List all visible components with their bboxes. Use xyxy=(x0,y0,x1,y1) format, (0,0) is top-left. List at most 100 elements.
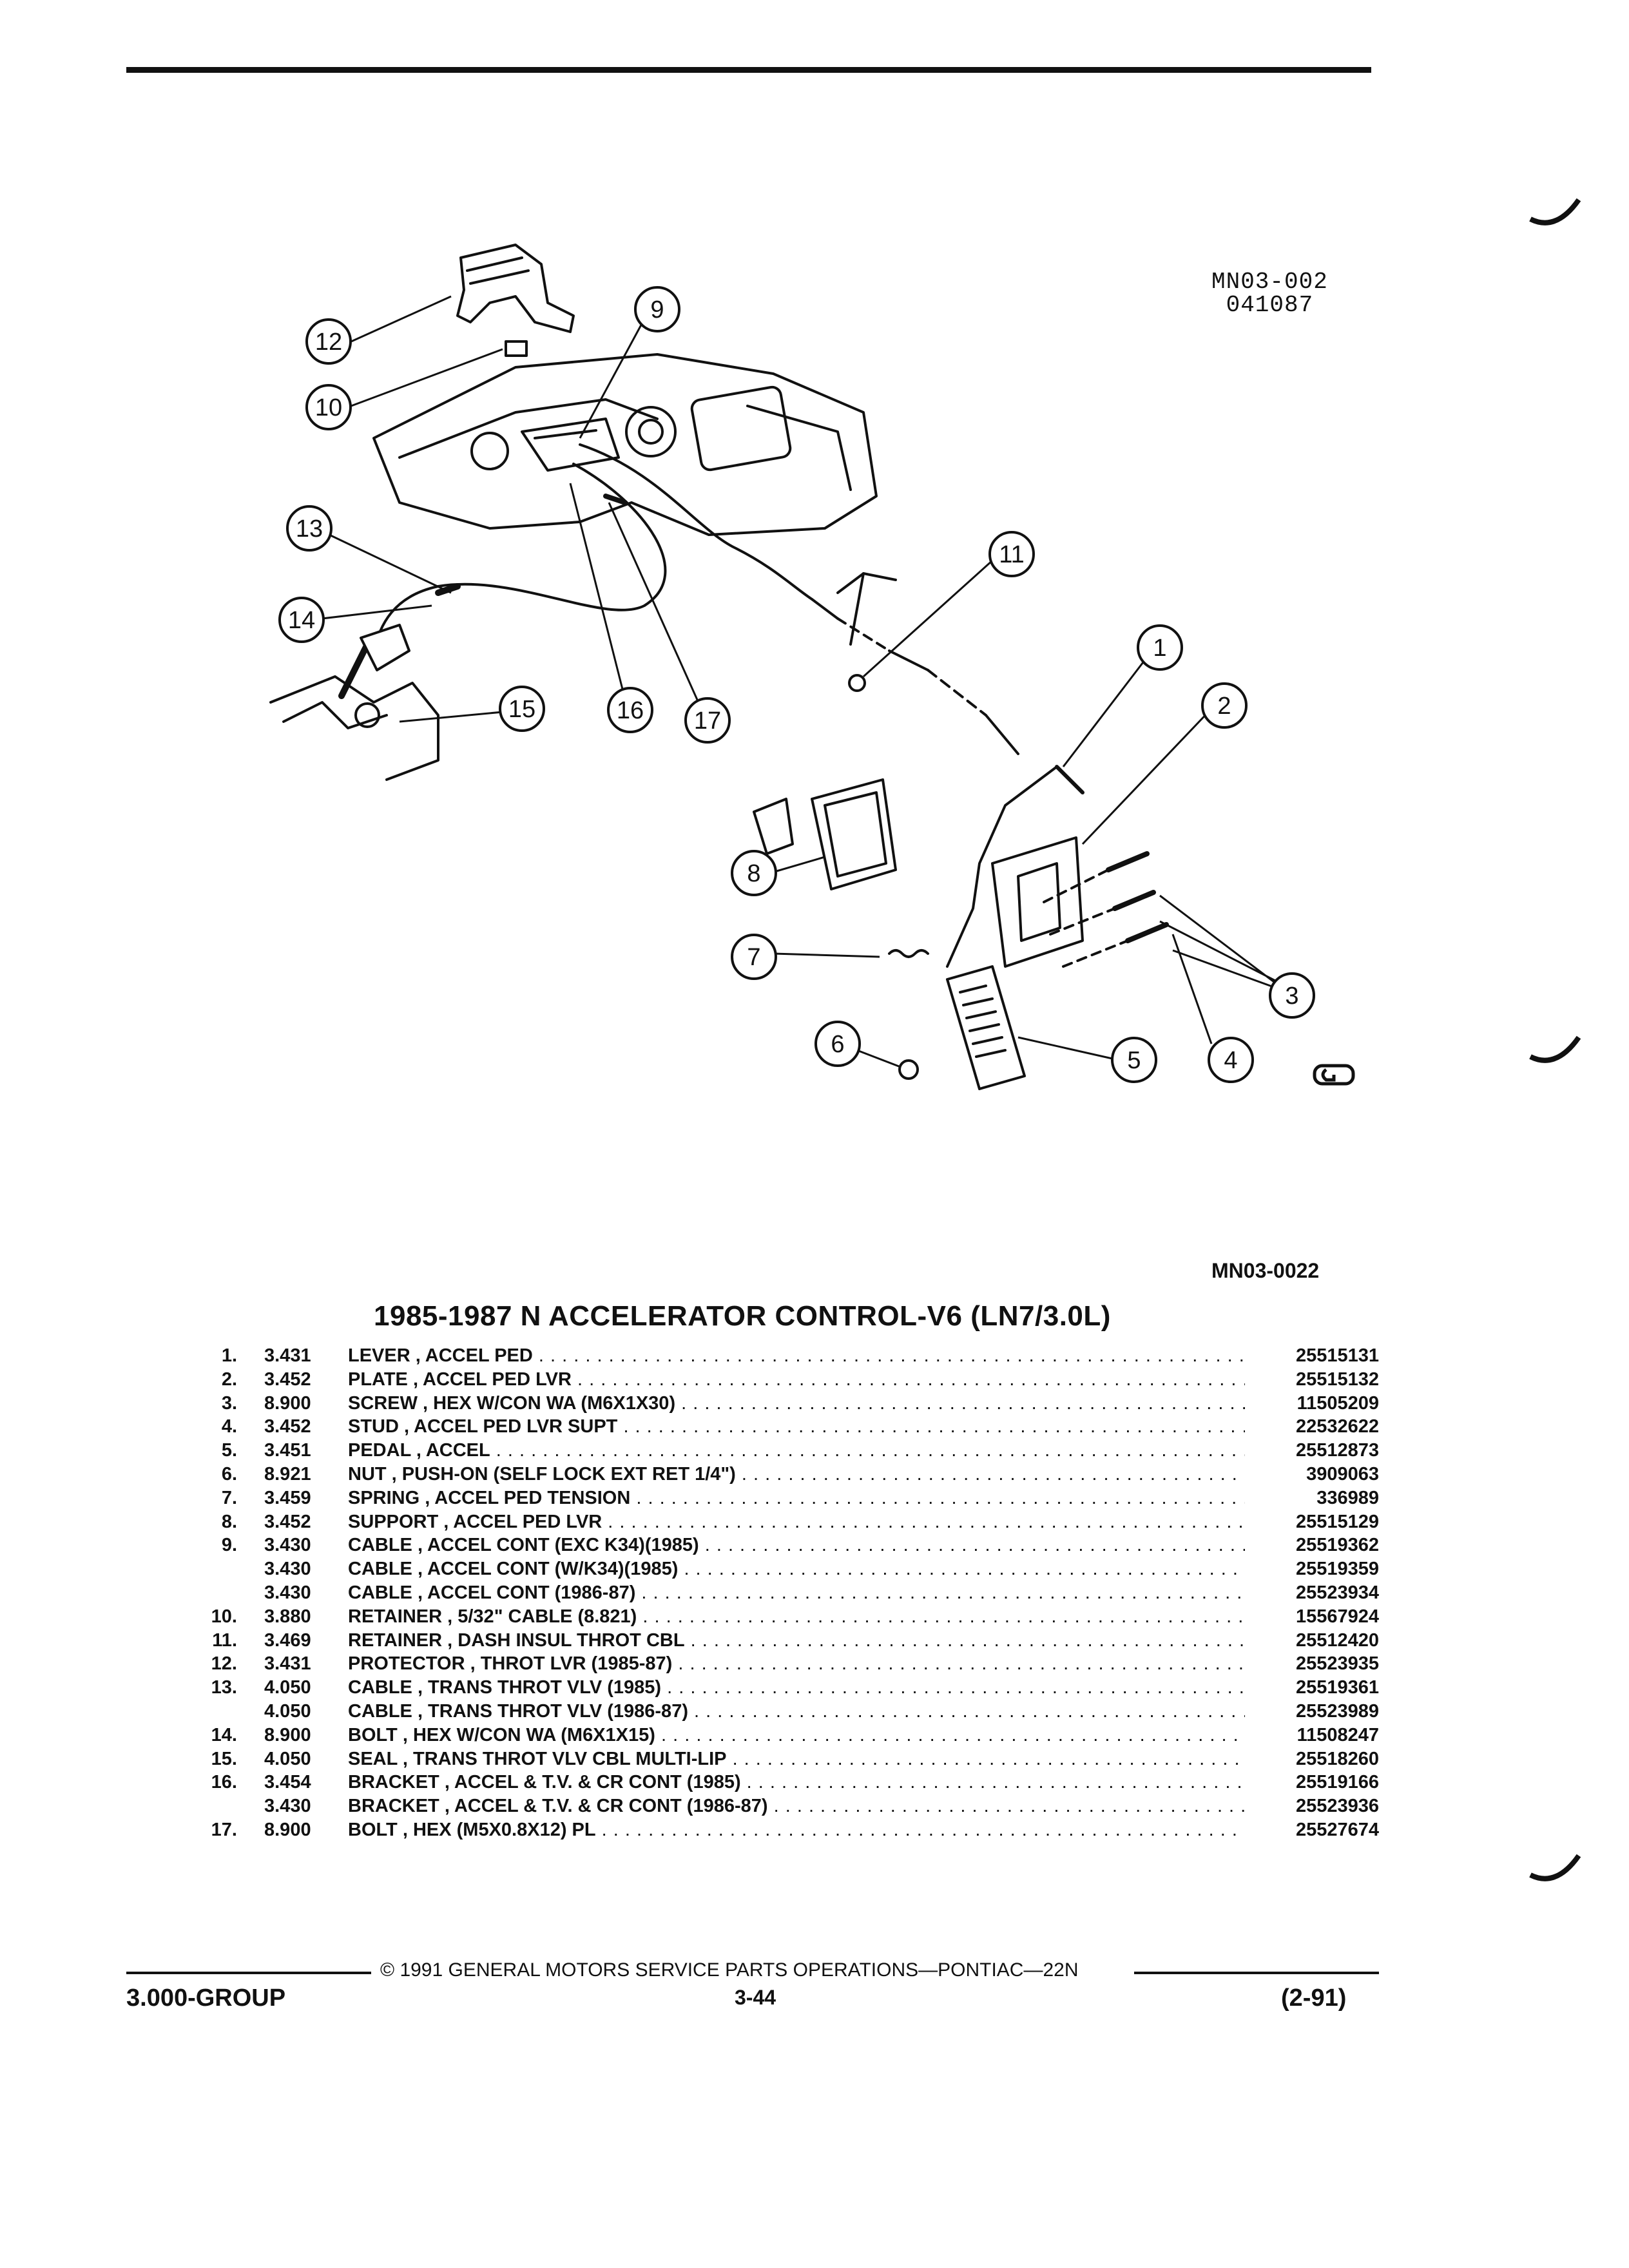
group-number: 3.430 xyxy=(264,1582,311,1603)
item-number: 17. xyxy=(211,1819,237,1840)
group-number: 3.452 xyxy=(264,1369,311,1390)
part-number: 25523989 xyxy=(1245,1699,1379,1724)
item-number: 15. xyxy=(211,1748,237,1769)
callout-14: 14 xyxy=(278,597,325,643)
callout-16: 16 xyxy=(607,687,653,733)
callout-3: 3 xyxy=(1269,972,1315,1019)
group-number: 3.452 xyxy=(264,1511,311,1532)
svg-text:9: 9 xyxy=(650,296,664,323)
svg-text:4: 4 xyxy=(1224,1047,1237,1074)
svg-text:11: 11 xyxy=(999,541,1024,568)
part-description: RETAINER , 5/32" CABLE (8.821) xyxy=(348,1605,1289,1629)
callout-6: 6 xyxy=(815,1021,861,1067)
binder-mark-middle xyxy=(1529,1035,1581,1063)
part-number: 11508247 xyxy=(1245,1723,1379,1747)
svg-text:16: 16 xyxy=(617,697,644,724)
part-description: SEAL , TRANS THROT VLV CBL MULTI-LIP xyxy=(348,1747,1289,1771)
accel-lever-support xyxy=(811,778,897,890)
part-description: CABLE , TRANS THROT VLV (1985) xyxy=(348,1676,1289,1700)
group-number: 3.431 xyxy=(264,1653,311,1675)
part-number: 25515131 xyxy=(1245,1344,1379,1368)
part-description: CABLE , ACCEL CONT (1986-87) xyxy=(348,1581,1289,1605)
group-number: 4.050 xyxy=(264,1677,311,1698)
group-number: 3.452 xyxy=(264,1416,311,1437)
part-number: 25515132 xyxy=(1245,1367,1379,1392)
figure-code-line1: MN03-002 xyxy=(1211,269,1328,295)
parts-list-title: 1985-1987 N ACCELERATOR CONTROL-V6 (LN7/… xyxy=(374,1300,1111,1332)
binder-mark-top xyxy=(1529,198,1581,226)
svg-text:17: 17 xyxy=(694,707,721,735)
group-number: 8.921 xyxy=(264,1463,311,1485)
part-number: 25523936 xyxy=(1245,1794,1379,1818)
part-description: CABLE , TRANS THROT VLV (1986-87) xyxy=(348,1700,1289,1724)
figure-code-line2: 041087 xyxy=(1226,292,1314,318)
figure-reference-code: MN03-0022 xyxy=(1211,1259,1320,1282)
part-number: 25512420 xyxy=(1245,1628,1379,1653)
group-number: 3.431 xyxy=(264,1345,311,1366)
item-number: 3. xyxy=(221,1392,237,1414)
part-number: 25512873 xyxy=(1245,1439,1379,1463)
parts-row: 3.430 CABLE , ACCEL CONT (1986-87)2552393… xyxy=(193,1581,1379,1605)
push-on-nut xyxy=(898,1059,919,1080)
group-number: 3.454 xyxy=(264,1772,311,1793)
item-number: 14. xyxy=(211,1724,237,1745)
part-description: LEVER , ACCEL PED xyxy=(348,1344,1289,1368)
callout-9: 9 xyxy=(634,286,680,332)
svg-text:15: 15 xyxy=(508,696,535,723)
part-description: BRACKET , ACCEL & T.V. & CR CONT (1986-8… xyxy=(348,1794,1289,1818)
item-number: 5. xyxy=(221,1440,237,1461)
part-number: 25515129 xyxy=(1245,1510,1379,1534)
callout-11: 11 xyxy=(988,531,1035,577)
footer-rule-right xyxy=(1134,1972,1379,1974)
figure-code: MN03-002 041087 xyxy=(1211,271,1328,317)
item-number: 13. xyxy=(211,1677,237,1698)
part-description: PEDAL , ACCEL xyxy=(348,1439,1289,1463)
item-number: 2. xyxy=(221,1369,237,1390)
callout-15: 15 xyxy=(499,686,545,732)
part-description: RETAINER , DASH INSUL THROT CBL xyxy=(348,1629,1289,1653)
footer-rule-left xyxy=(126,1972,371,1974)
part-description: CABLE , ACCEL CONT (EXC K34)(1985) xyxy=(348,1533,1289,1557)
part-number: 3909063 xyxy=(1245,1462,1379,1486)
svg-text:1: 1 xyxy=(1153,635,1166,662)
part-number: 25523934 xyxy=(1245,1581,1379,1605)
group-number: 3.430 xyxy=(264,1559,311,1580)
item-number: 10. xyxy=(211,1606,237,1627)
svg-text:6: 6 xyxy=(831,1031,844,1058)
part-description: NUT , PUSH-ON (SELF LOCK EXT RET 1/4") xyxy=(348,1463,1289,1486)
group-number: 3.880 xyxy=(264,1606,311,1627)
part-number: 25527674 xyxy=(1245,1818,1379,1842)
part-description: BOLT , HEX (M5X0.8X12) PL xyxy=(348,1818,1289,1842)
accel-lever xyxy=(946,765,1058,968)
group-number: 4.050 xyxy=(264,1748,311,1769)
item-number: 4. xyxy=(221,1416,237,1437)
page-number: 3-44 xyxy=(735,1986,776,2009)
part-number: 336989 xyxy=(1245,1486,1379,1510)
binder-mark-bottom xyxy=(1529,1854,1581,1881)
part-number: 25519166 xyxy=(1245,1771,1379,1795)
accel-cable xyxy=(579,443,813,601)
throttle-protector xyxy=(456,244,575,333)
callout-7: 7 xyxy=(731,934,777,980)
group-number: 8.900 xyxy=(264,1392,311,1414)
group-number: 3.469 xyxy=(264,1629,311,1651)
part-number: 25518260 xyxy=(1245,1747,1379,1771)
svg-text:5: 5 xyxy=(1127,1047,1141,1074)
item-number: 12. xyxy=(211,1653,237,1675)
part-description: SUPPORT , ACCEL PED LVR xyxy=(348,1510,1289,1534)
item-number: 6. xyxy=(221,1463,237,1485)
pedal-spring xyxy=(888,949,929,958)
throttle-bracket xyxy=(521,418,620,472)
svg-text:3: 3 xyxy=(1285,983,1298,1010)
